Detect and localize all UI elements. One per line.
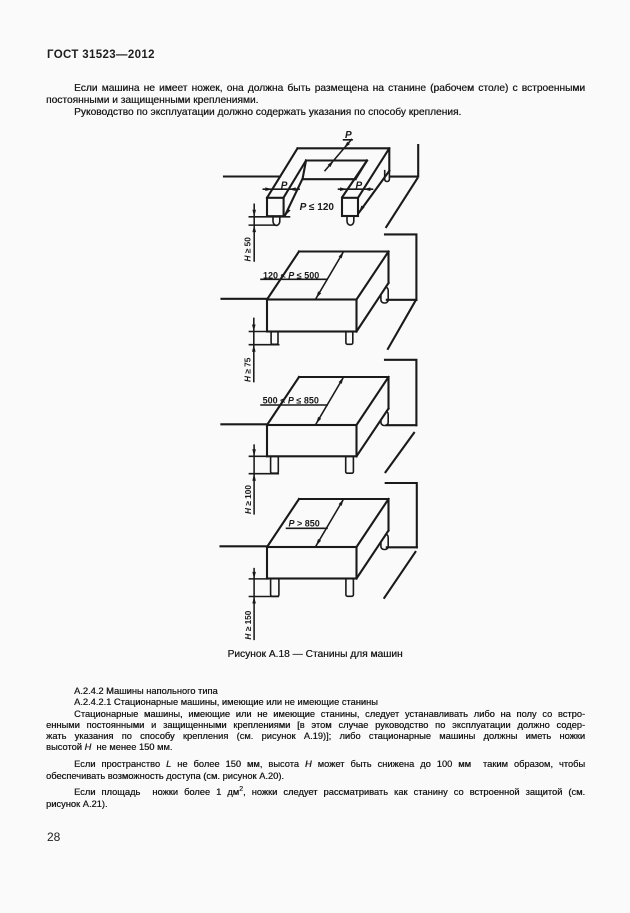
svg-text:H ≥ 75: H ≥ 75 xyxy=(243,357,253,382)
svg-text:P ≤ 120: P ≤ 120 xyxy=(300,202,335,213)
svg-text:P: P xyxy=(356,181,363,192)
svg-text:P > 850: P > 850 xyxy=(289,519,320,529)
svg-text:H ≥ 100: H ≥ 100 xyxy=(243,485,253,514)
svg-text:H ≥ 150: H ≥ 150 xyxy=(243,610,253,639)
svg-text:P: P xyxy=(345,130,352,141)
svg-text:120 < P ≤ 500: 120 < P ≤ 500 xyxy=(263,270,319,280)
svg-text:500 < P ≤ 850: 500 < P ≤ 850 xyxy=(263,396,319,406)
svg-text:H ≥ 50: H ≥ 50 xyxy=(243,237,253,262)
svg-text:P: P xyxy=(281,181,288,192)
